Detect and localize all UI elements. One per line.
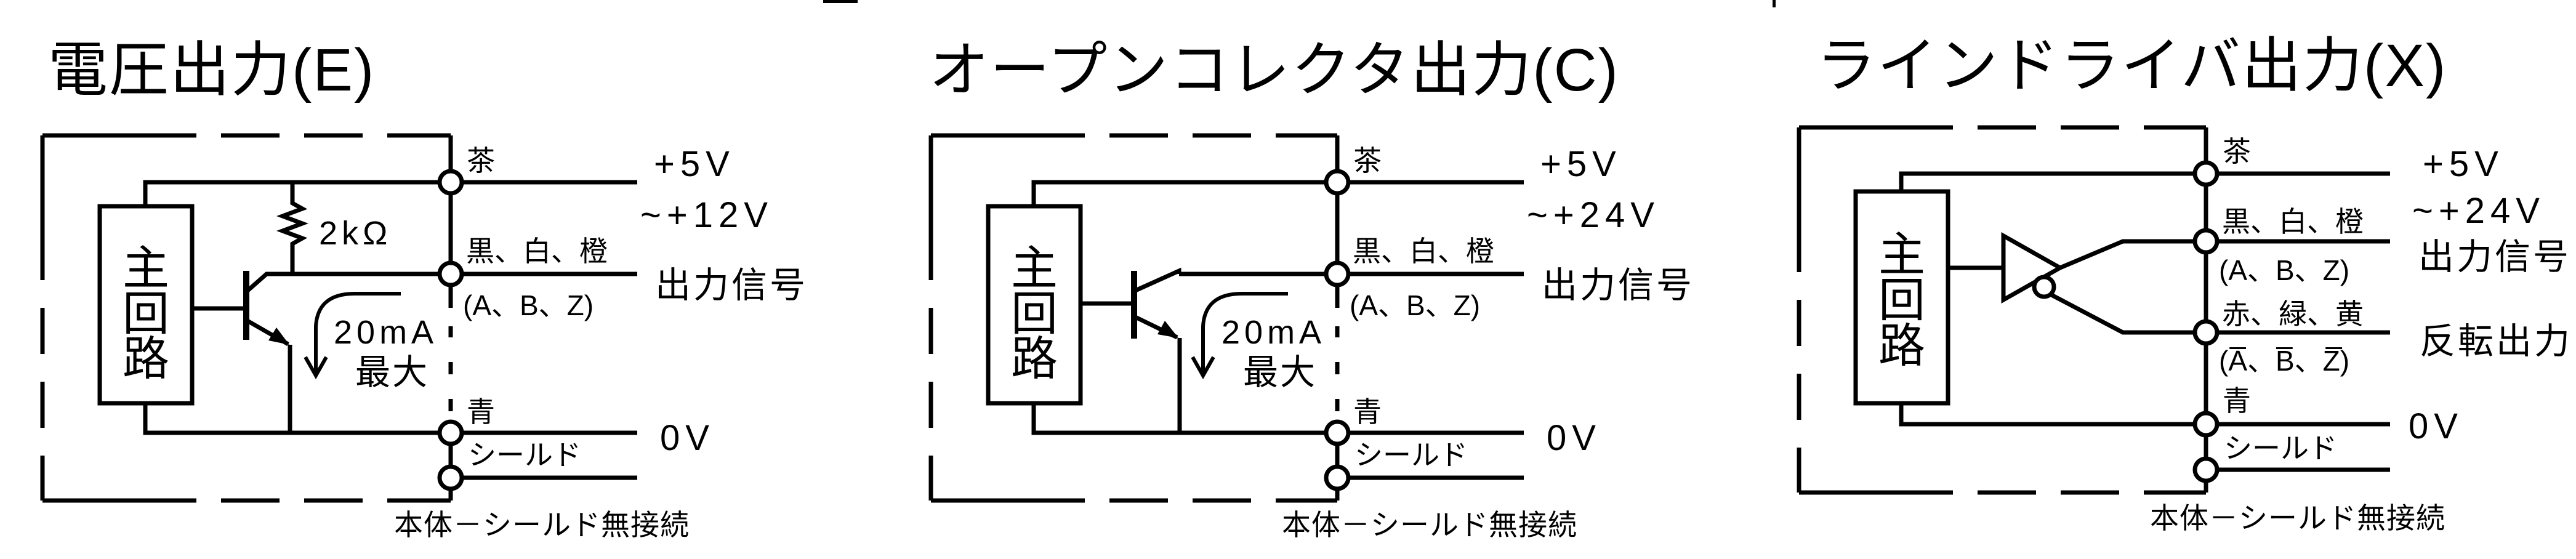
collector-wire [244, 271, 440, 294]
power-voltage-line2: ~+24V [2412, 191, 2545, 231]
terminal-signal [2192, 228, 2220, 255]
power-voltage-line1: +5V [2423, 144, 2504, 184]
ground-label: 0V [1547, 418, 1601, 458]
output-signal-wire [2059, 239, 2195, 270]
wire-label-blue: 青 [1353, 396, 1382, 428]
cropped-artifact-bar [823, 0, 858, 3]
terminal-signal [437, 260, 464, 288]
power-voltage-line2: ~+24V [1527, 195, 1660, 235]
main-circuit-char-1: 主 [1011, 243, 1058, 295]
power-rail-wire [1899, 171, 2195, 191]
main-circuit-char-2: 回 [1878, 275, 1925, 327]
output-signal-label: 出力信号 [2418, 237, 2571, 277]
resistor-label: 2kΩ [319, 215, 392, 252]
footnote: 本体－シールド無接続 [394, 509, 690, 541]
main-circuit-char-2: 回 [123, 288, 169, 340]
terminal-power [1324, 169, 1351, 196]
collector-wire [1134, 267, 1326, 293]
main-circuit-char-3: 路 [1011, 333, 1058, 385]
wire-label-shield: シールド [2224, 432, 2337, 464]
cropped-artifact-tick [1773, 0, 1776, 7]
wire-label-brown: 茶 [467, 145, 495, 177]
terminal-signal [1324, 260, 1351, 288]
main-circuit-char-1: 主 [123, 243, 169, 295]
main-circuit-char-3: 路 [1878, 320, 1925, 372]
inverted-output-wire [2050, 292, 2195, 335]
ground-rail-wire [1031, 403, 1326, 435]
current-max-suffix: 最大 [1243, 353, 1317, 392]
wire-label-signal-colors: 黒、白、橙 [2222, 206, 2364, 238]
power-voltage-line2: ~+12V [640, 195, 773, 235]
panel-title: 電圧出力(E) [48, 36, 375, 103]
terminal-shield [1324, 464, 1351, 491]
emitter-arrowhead-icon [1157, 321, 1178, 338]
terminal-power [2192, 160, 2220, 187]
terminal-shield [2192, 456, 2220, 483]
wire-label-signal-channels: (A、B、Z) [1350, 289, 1480, 321]
terminal-ground [437, 419, 464, 446]
resistor-icon [276, 182, 308, 274]
output-signal-label: 出力信号 [1542, 265, 1694, 305]
ground-rail-wire [143, 403, 440, 435]
main-circuit-char-1: 主 [1878, 229, 1925, 281]
current-arrow-icon [314, 292, 401, 374]
ground-label: 0V [660, 418, 715, 458]
ground-label: 0V [2409, 406, 2463, 446]
terminal-power [437, 169, 464, 196]
wire-label-shield: シールド [468, 439, 581, 471]
main-circuit-char-3: 路 [123, 333, 169, 385]
wire-label-inverted-channels: (A̅、B̅、Z̅) [2219, 345, 2349, 377]
terminal-ground [2192, 411, 2220, 438]
current-arrowhead-icon [1191, 356, 1215, 380]
panel-open-collector-output: オープンコレクタ出力(C) 主 回 路 20mA 最大 茶 黒、白、橙 (A、B… [928, 36, 1694, 541]
terminal-inverted [2192, 319, 2220, 346]
wire-label-brown: 茶 [1353, 145, 1382, 177]
footnote: 本体－シールド無接続 [1282, 509, 1577, 541]
power-voltage-line1: +5V [1540, 144, 1622, 184]
output-signal-label: 出力信号 [655, 265, 808, 305]
current-arrow-icon [1201, 292, 1288, 374]
wire-label-signal-channels: (A、B、Z) [463, 289, 594, 321]
main-circuit-char-2: 回 [1011, 288, 1058, 340]
terminal-shield [437, 464, 464, 491]
panel-line-driver-output: ラインドライバ出力(X) 主 回 路 茶 黒、白、橙 (A、B、Z) 赤、緑、黄… [1797, 32, 2572, 534]
wire-label-blue: 青 [467, 396, 495, 428]
wire-label-signal-colors: 黒、白、橙 [1353, 235, 1494, 267]
inverter-bubble-icon [2032, 275, 2056, 299]
wire-label-shield: シールド [1354, 439, 1468, 471]
power-rail-wire [1031, 180, 1326, 206]
power-voltage-line1: +5V [654, 144, 735, 184]
current-max-value: 20mA [1222, 314, 1326, 351]
ground-rail-wire [1899, 403, 2195, 427]
panel-title: オープンコレクタ出力(C) [929, 36, 1619, 103]
emitter-arrowhead-icon [268, 328, 289, 345]
wire-label-signal-colors: 黒、白、橙 [466, 235, 608, 267]
wire-label-blue: 青 [2223, 385, 2251, 417]
line-driver-buffer-icon [2001, 232, 2065, 304]
inverted-output-label: 反転出力 [2420, 321, 2572, 361]
current-max-value: 20mA [334, 314, 438, 351]
wire-label-brown: 茶 [2223, 135, 2251, 167]
panel-voltage-output: 電圧出力(E) 主 回 路 2kΩ 20mA 最大 [40, 36, 808, 541]
power-rail-wire [143, 180, 440, 206]
wire-label-inverted-colors: 赤、緑、黄 [2222, 298, 2364, 330]
current-max-suffix: 最大 [355, 353, 429, 392]
wire-label-signal-channels: (A、B、Z) [2219, 254, 2349, 286]
current-arrowhead-icon [304, 356, 328, 380]
terminal-ground [1324, 419, 1351, 446]
footnote: 本体－シールド無接続 [2150, 502, 2445, 534]
panel-title: ラインドライバ出力(X) [1816, 32, 2447, 99]
